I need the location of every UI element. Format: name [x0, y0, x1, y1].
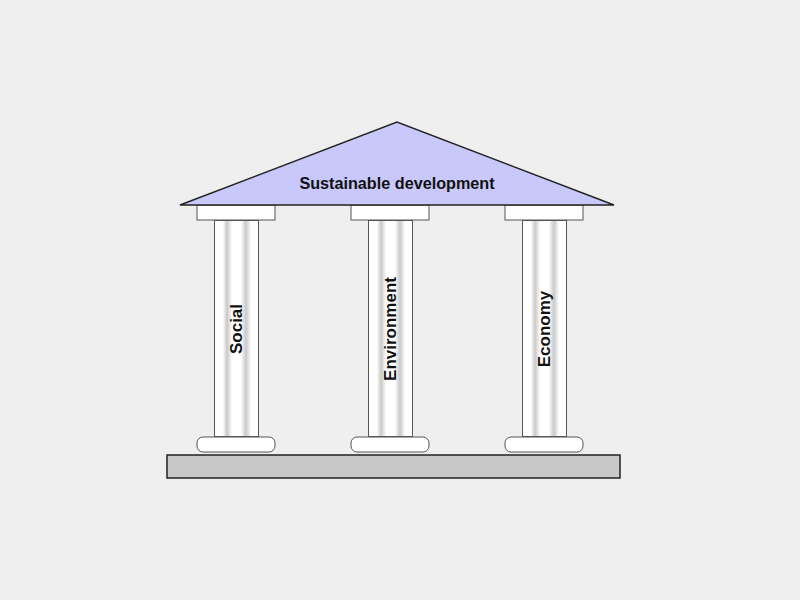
pillar-column: Economy [522, 220, 567, 437]
pillar-base [351, 437, 429, 452]
pillar-label: Economy [534, 290, 554, 367]
roof-triangle: Sustainable development [180, 122, 614, 205]
bases [197, 437, 583, 452]
roof-shape [180, 122, 614, 205]
pillar-column: Social [214, 220, 259, 437]
pillar-label: Environment [380, 277, 400, 381]
platform [167, 455, 620, 478]
pillar-base [505, 437, 583, 452]
capitals [197, 205, 583, 220]
pillar-base [197, 437, 275, 452]
capital [197, 205, 275, 220]
capital [351, 205, 429, 220]
pillar-column: Environment [368, 220, 413, 437]
capital [505, 205, 583, 220]
roof-title: Sustainable development [180, 174, 614, 193]
pillar-label: Social [226, 303, 246, 353]
roof-outline [180, 122, 614, 205]
